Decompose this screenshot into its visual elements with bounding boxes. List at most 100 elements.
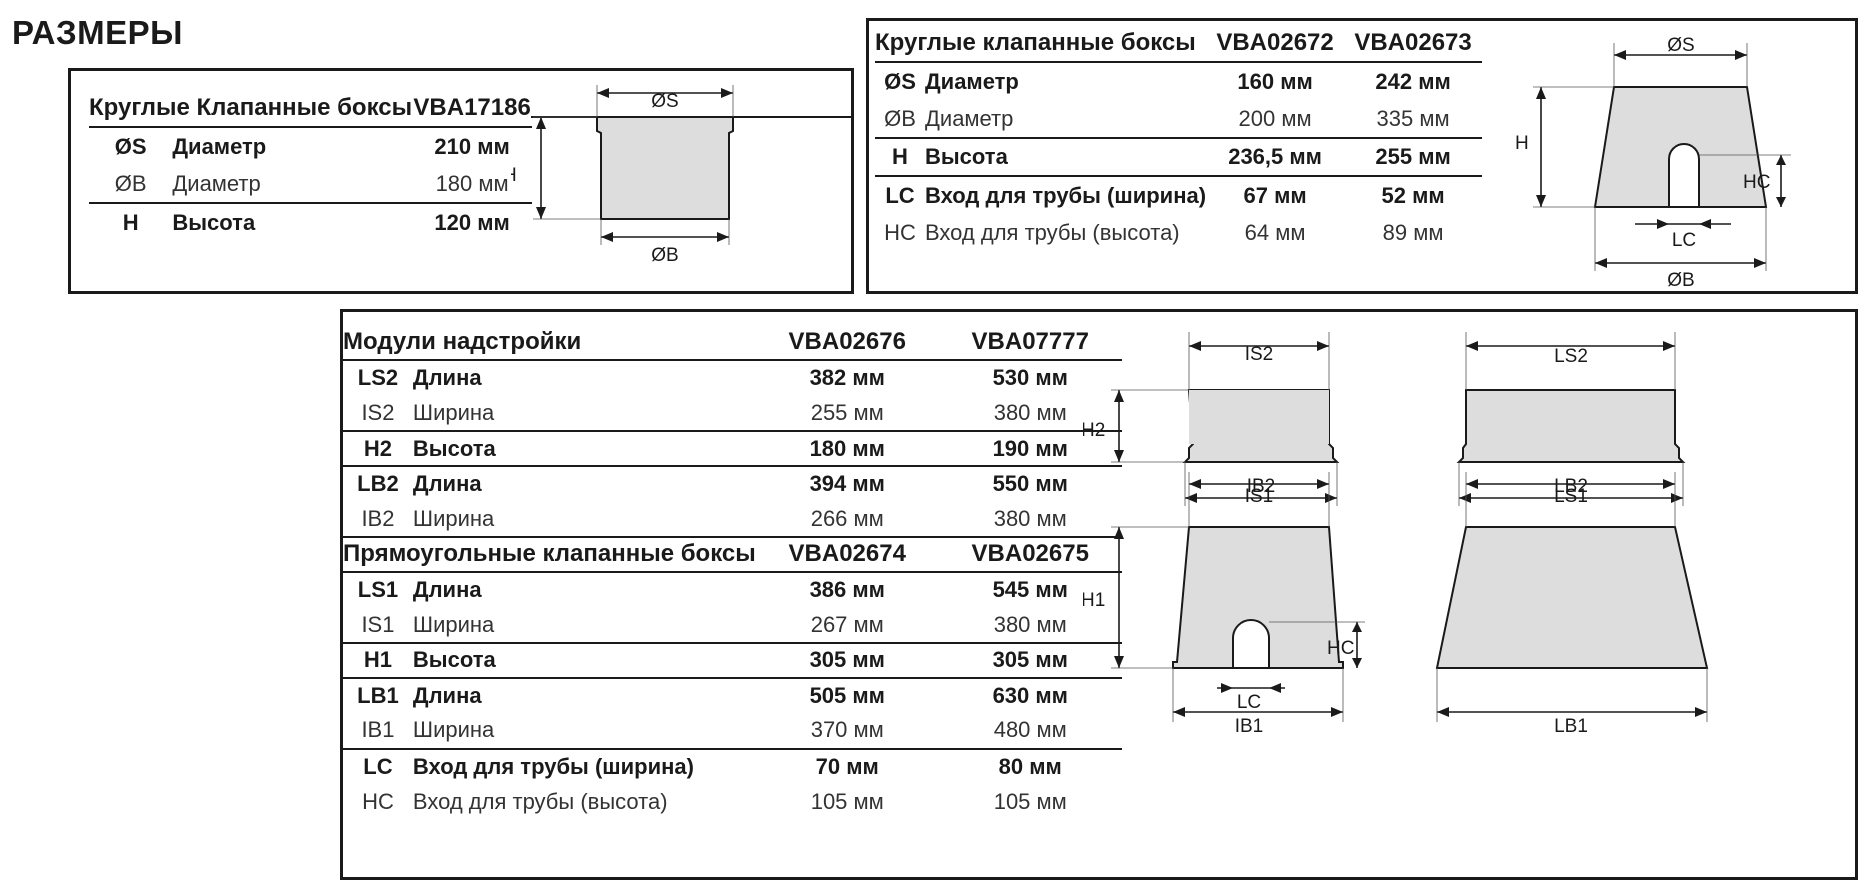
row-value: 335 мм <box>1344 100 1483 139</box>
label-inlet-height: HC <box>1743 172 1770 193</box>
row-label: Диаметр <box>172 165 413 204</box>
box-shape <box>531 116 851 220</box>
table-row: ØS Диаметр 160 мм 242 мм <box>875 62 1482 100</box>
table-row: LS2 Длина 382 мм 530 мм <box>343 360 1122 395</box>
row-label: Высота <box>172 209 256 235</box>
label-lb1: LB1 <box>1554 716 1588 737</box>
row-label: Ширина <box>412 501 756 538</box>
inlet-hole <box>1232 619 1270 669</box>
rect-length-shape <box>1435 526 1709 669</box>
row-symbol: IS2 <box>343 395 413 432</box>
label-hc: HC <box>1327 638 1354 659</box>
row-value: 70 мм <box>815 753 879 779</box>
row-value: 200 мм <box>1206 100 1345 139</box>
row-value: 370 мм <box>755 713 939 750</box>
row-label: Высота <box>412 430 756 468</box>
table-row: H2 Высота 180 мм 190 мм <box>343 430 1122 468</box>
module-length-shape <box>1456 389 1686 463</box>
row-label: Вход для трубы (ширина) <box>412 753 694 779</box>
row-value: 242 мм <box>1375 68 1451 94</box>
label-lb2: LB2 <box>1554 476 1588 497</box>
round-small-diagram: ØS ØB H <box>511 85 851 266</box>
label-top: ØS <box>1667 35 1694 56</box>
row-value: 80 мм <box>998 753 1062 779</box>
row-label: Вход для трубы (высота) <box>925 220 1180 245</box>
table-row: IS2 Ширина 255 мм 380 мм <box>343 395 1122 432</box>
row-label: Длина <box>412 577 482 603</box>
row-value: 255 мм <box>1344 138 1483 177</box>
label-ls1: LS1 <box>1554 486 1588 507</box>
table-row: LB2 Длина 394 мм 550 мм <box>343 466 1122 501</box>
round-small-panel: Круглые Клапанные боксы VBA17186 ØS Диам… <box>68 68 854 294</box>
table-header-model: VBA02676 <box>755 325 939 362</box>
page-title: РАЗМЕРЫ <box>12 14 183 51</box>
table-header-label: Круглые Клапанные боксы <box>89 89 413 128</box>
table-row: H Высота 120 мм <box>89 203 532 241</box>
row-symbol: LC <box>363 753 393 779</box>
table-row: HC Вход для трубы (высота) 64 мм 89 мм <box>875 214 1482 252</box>
row-label: Ширина <box>412 713 756 750</box>
row-value: 89 мм <box>1382 220 1444 245</box>
table-row: IS1 Ширина 267 мм 380 мм <box>343 607 1122 644</box>
row-value: 380 мм <box>938 501 1122 538</box>
row-symbol: H <box>875 138 925 177</box>
table-row: LS1 Длина 386 мм 545 мм <box>343 572 1122 607</box>
table-row: LC Вход для трубы (ширина) 70 мм 80 мм <box>343 749 1122 784</box>
row-label: Вход для трубы (ширина) <box>925 182 1207 208</box>
label-is1: IS1 <box>1245 486 1274 507</box>
table-header-model: VBA02673 <box>1344 24 1483 63</box>
row-label: Длина <box>412 471 482 497</box>
row-value: 505 мм <box>809 683 885 709</box>
round-large-table: Круглые клапанные боксы VBA02672 VBA0267… <box>875 24 1483 252</box>
row-label: Диаметр <box>925 68 1019 94</box>
row-symbol: LS1 <box>357 577 399 603</box>
round-large-panel: Круглые клапанные боксы VBA02672 VBA0267… <box>866 18 1858 294</box>
label-height: H <box>511 165 517 186</box>
row-value: 386 мм <box>809 577 885 603</box>
inlet-hole <box>1668 143 1700 208</box>
row-symbol: LC <box>885 182 915 208</box>
label-bottom: ØB <box>1667 270 1694 291</box>
table-row: HC Вход для трубы (высота) 105 мм 105 мм <box>343 784 1122 819</box>
row-value: 255 мм <box>755 395 939 432</box>
row-label: Высота <box>412 642 756 679</box>
row-value: 267 мм <box>755 607 939 644</box>
row-symbol: IS1 <box>343 607 413 644</box>
row-label: Диаметр <box>172 133 267 159</box>
row-value: 105 мм <box>993 788 1067 814</box>
table-header-label: Модули надстройки <box>343 325 756 362</box>
table-header-label: Прямоугольные клапанные боксы <box>343 536 756 574</box>
label-ib1: IB1 <box>1235 716 1264 737</box>
row-value: 550 мм <box>992 471 1068 497</box>
row-symbol: H <box>122 209 139 235</box>
row-value: 67 мм <box>1243 182 1307 208</box>
label-h2: H2 <box>1083 420 1105 441</box>
row-value: 380 мм <box>938 607 1122 644</box>
label-bottom: ØB <box>651 245 678 266</box>
row-value: 180 мм <box>412 165 533 204</box>
row-symbol: IB1 <box>343 713 413 750</box>
row-value: 160 мм <box>1237 68 1313 94</box>
modules-rect-table: Модули надстройки VBA02676 VBA07777 LS2 … <box>343 325 1122 819</box>
row-symbol: LS2 <box>357 365 399 391</box>
row-symbol: H2 <box>343 430 413 468</box>
row-label: Диаметр <box>925 100 1207 139</box>
row-value: 190 мм <box>938 430 1122 468</box>
label-ls2: LS2 <box>1554 346 1588 367</box>
row-value: 52 мм <box>1381 182 1445 208</box>
table-header-model: VBA07777 <box>938 325 1122 362</box>
row-symbol: ØS <box>114 133 147 159</box>
table-row: IB1 Ширина 370 мм 480 мм <box>343 713 1122 750</box>
row-value: 394 мм <box>809 471 885 497</box>
table-header-model: VBA02672 <box>1206 24 1345 63</box>
table-row: H Высота 236,5 мм 255 мм <box>875 138 1483 177</box>
row-value: 380 мм <box>938 395 1122 432</box>
table-header-model: VBA17186 <box>412 89 533 128</box>
row-value: 305 мм <box>755 642 939 679</box>
row-value: 266 мм <box>755 501 939 538</box>
table-header-model: VBA02675 <box>938 536 1122 574</box>
modules-rect-diagrams: IS2 IB2 H2 LS2 LB2 IS1 <box>1083 332 1709 737</box>
label-is2: IS2 <box>1245 344 1274 365</box>
row-value: 236,5 мм <box>1206 138 1345 177</box>
table-row: H1 Высота 305 мм 305 мм <box>343 642 1122 679</box>
